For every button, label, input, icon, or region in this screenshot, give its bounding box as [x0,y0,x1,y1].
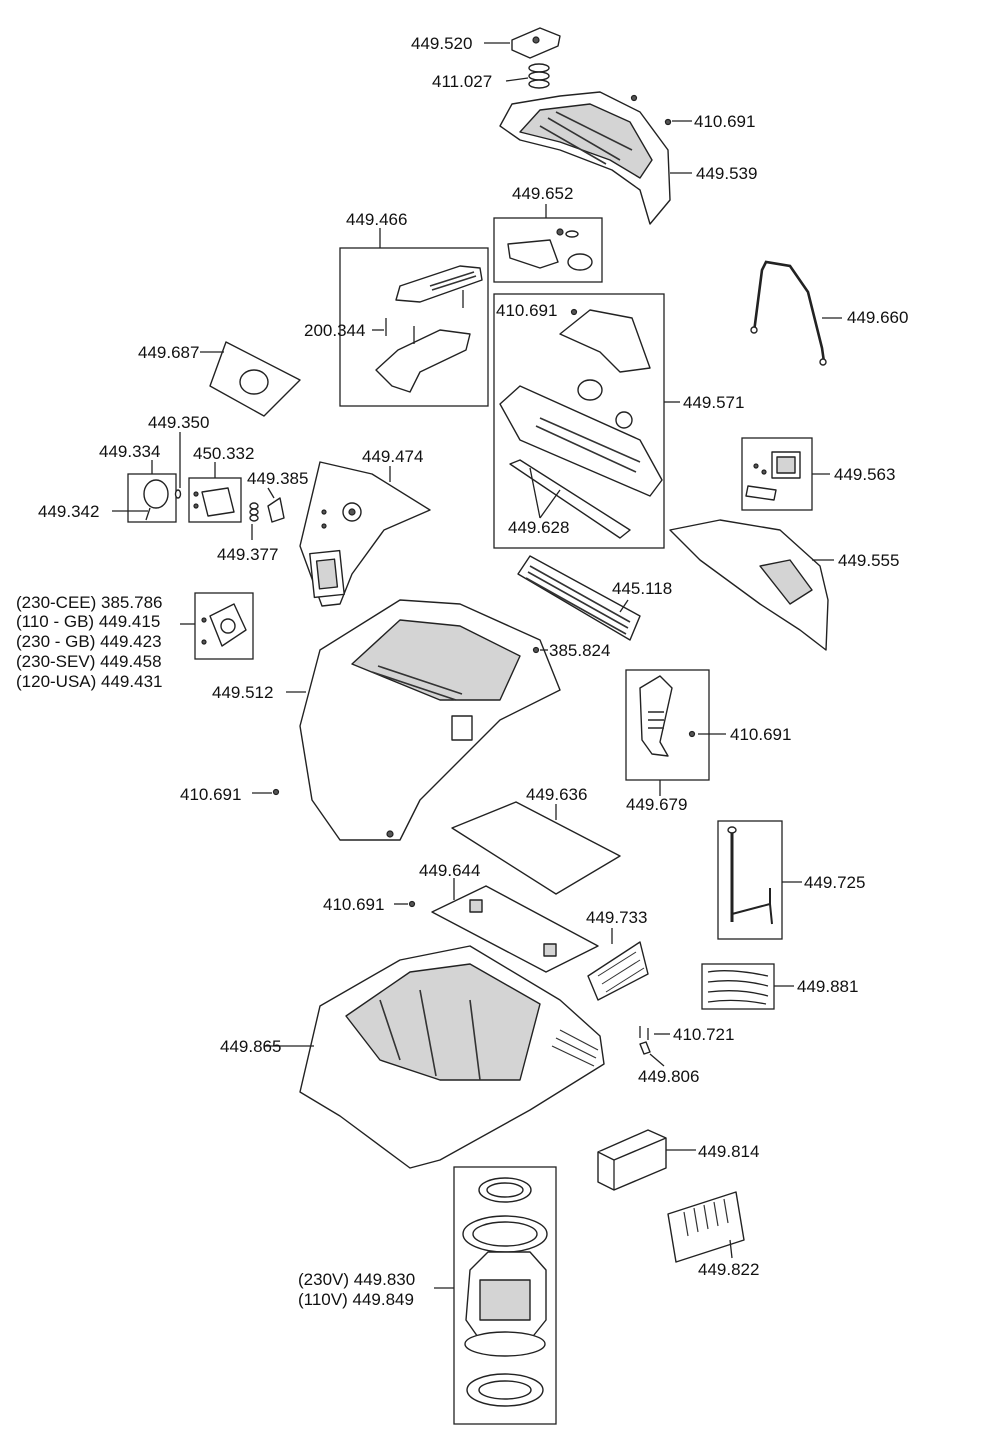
label-449474: 449.474 [362,447,423,466]
part-449520 [511,27,561,59]
box-449571 [493,293,665,549]
label-410691-handle: 410.691 [730,725,791,744]
part-449733 [587,941,649,1001]
part-449822 [667,1191,745,1263]
label-449555: 449.555 [838,551,899,570]
label-449865: 449.865 [220,1037,281,1056]
label-410691-left: 410.691 [180,785,241,804]
label-449733: 449.733 [586,908,647,927]
label-socket-230cee: (230-CEE) 385.786 [16,593,162,612]
label-449822: 449.822 [698,1260,759,1279]
part-449555 [669,519,829,651]
label-motor-110v: (110V) 449.849 [298,1290,414,1309]
screw-icons [272,118,696,908]
label-410721: 410.721 [673,1025,734,1044]
label-449660: 449.660 [847,308,908,327]
box-449652 [493,217,603,283]
part-450332 [193,487,235,517]
part-449679 [639,675,673,757]
label-449539: 449.539 [696,164,757,183]
part-motor [462,1177,548,1407]
label-motor-230v: (230V) 449.830 [298,1270,415,1289]
group-parts [143,27,829,1407]
label-445118: 445.118 [612,579,672,598]
part-445118 [517,555,641,641]
label-449334: 449.334 [99,442,160,461]
part-449334 [143,479,169,521]
part-449881 [707,970,769,1005]
label-449563: 449.563 [834,465,895,484]
part-449350 [174,489,182,499]
label-449644: 449.644 [419,861,480,880]
part-449865 [299,945,605,1169]
label-449806: 449.806 [638,1067,699,1086]
part-449466 [375,265,483,393]
group-labels: 449.520 411.027 410.691 449.539 449.652 … [16,34,908,1309]
label-449466: 449.466 [346,210,407,229]
label-449350: 449.350 [148,413,209,432]
label-449725: 449.725 [804,873,865,892]
label-socket-110gb: (110 - GB) 449.415 [16,612,160,631]
label-449679: 449.679 [626,795,687,814]
part-socket [201,603,247,647]
part-449474 [299,461,431,607]
label-410691-top: 410.691 [694,112,755,131]
part-449636 [451,801,621,895]
part-449725 [727,826,773,925]
label-449628: 449.628 [508,518,569,537]
part-449563 [745,451,801,501]
label-449652: 449.652 [512,184,573,203]
label-socket-230gb: (230 - GB) 449.423 [16,632,162,651]
label-200344: 200.344 [304,321,365,340]
label-449881: 449.881 [797,977,858,996]
label-449571: 449.571 [683,393,744,412]
part-449539 [499,91,672,225]
part-449571 [499,308,663,539]
box-449679 [625,669,710,781]
box-socket [194,592,254,660]
part-449385 [267,497,285,523]
label-410691-mid: 410.691 [323,895,384,914]
box-motor [453,1166,557,1425]
label-449512: 449.512 [212,683,273,702]
part-449377 [249,502,259,522]
box-449725 [717,820,783,940]
part-410721-449806 [639,1026,651,1055]
label-449814: 449.814 [698,1142,759,1161]
label-449342: 449.342 [38,502,99,521]
part-449512 [299,599,561,841]
label-449687: 449.687 [138,343,199,362]
label-449520: 449.520 [411,34,472,53]
label-449636: 449.636 [526,785,587,804]
label-449377: 449.377 [217,545,278,564]
group-leaders [112,42,842,1289]
part-449814 [597,1129,667,1191]
part-449660 [750,260,827,366]
label-410691-box: 410.691 [496,301,557,320]
label-socket-230sev: (230-SEV) 449.458 [16,652,162,671]
box-449466 [339,247,489,407]
label-449385: 449.385 [247,469,308,488]
label-411027: 411.027 [432,72,492,91]
part-449652 [507,228,593,271]
label-450332: 450.332 [193,444,254,463]
label-socket-120usa: (120-USA) 449.431 [16,672,162,691]
part-449687 [209,341,301,417]
part-411027 [528,63,550,89]
label-385824: 385.824 [549,641,610,660]
part-449644 [431,885,599,973]
